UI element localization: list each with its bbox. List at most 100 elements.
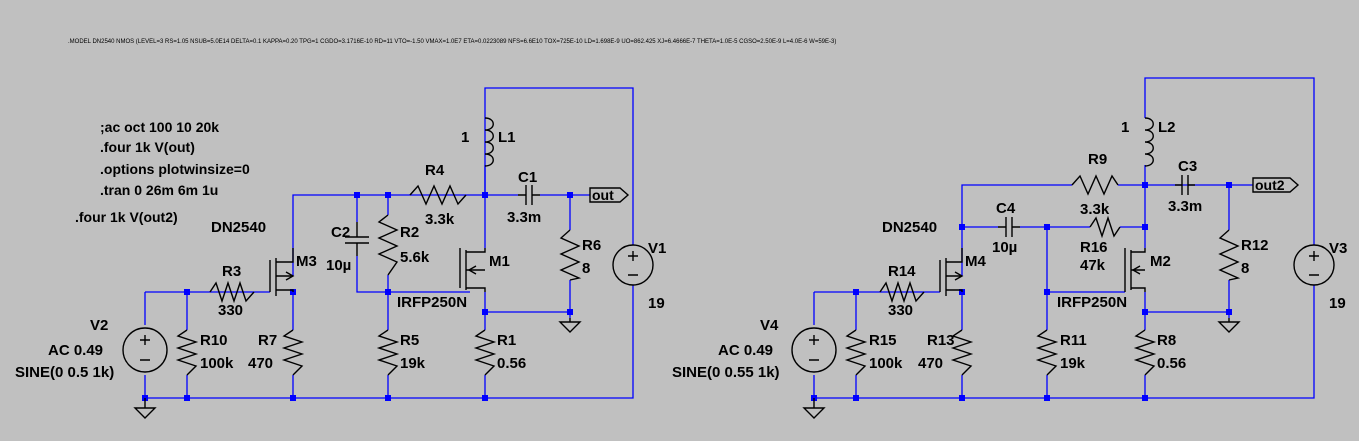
m3-mosfet[interactable]	[269, 248, 295, 296]
r2-name: R2	[400, 224, 419, 241]
v3-source[interactable]	[1293, 244, 1335, 286]
r7-value: 470	[248, 355, 273, 372]
m4-model: DN2540	[882, 219, 937, 236]
r13-name: R13	[927, 332, 955, 349]
r15-name: R15	[869, 332, 897, 349]
v2-sine: SINE(0 0.5 1k)	[15, 364, 114, 381]
c4-name: C4	[996, 200, 1016, 217]
r13-resistor[interactable]	[950, 329, 974, 376]
four-out2-directive[interactable]: .four 1k V(out2)	[75, 209, 178, 225]
l1-value: 1	[461, 129, 469, 146]
right-wire-ground-bus	[813, 285, 1315, 399]
c3-capacitor[interactable]	[1175, 175, 1195, 195]
m2-name: M2	[1150, 253, 1171, 270]
c4-value: 10µ	[992, 239, 1017, 256]
r12-name: R12	[1241, 237, 1269, 254]
ac-directive[interactable]: ;ac oct 100 10 20k	[100, 119, 219, 135]
r3-value: 330	[218, 302, 243, 319]
out2-port-label: out2	[1255, 177, 1285, 193]
r6-value: 8	[582, 260, 590, 277]
l2-name: L2	[1158, 119, 1176, 136]
m4-name: M4	[965, 253, 986, 270]
r11-value: 19k	[1060, 355, 1086, 372]
r2-resistor[interactable]	[377, 214, 399, 276]
left-wire-input	[145, 291, 270, 398]
r12-value: 8	[1241, 260, 1249, 277]
r6-name: R6	[582, 237, 601, 254]
r8-resistor[interactable]	[1133, 329, 1157, 376]
c2-value: 10µ	[326, 257, 351, 274]
r3-name: R3	[222, 263, 241, 280]
c1-capacitor[interactable]	[518, 185, 540, 205]
m1-mosfet[interactable]	[459, 248, 486, 292]
r9-resistor[interactable]	[1071, 174, 1119, 196]
r7-resistor[interactable]	[281, 329, 305, 376]
r11-resistor[interactable]	[1035, 329, 1059, 376]
r16-value: 47k	[1080, 257, 1106, 274]
m1-model: IRFP250N	[397, 294, 467, 311]
r13-value: 470	[918, 355, 943, 372]
r2-value: 5.6k	[400, 249, 430, 266]
r16-name: R16	[1080, 239, 1108, 256]
out-port-label: out	[592, 187, 614, 203]
v1-name: V1	[648, 240, 666, 257]
r11-name: R11	[1060, 332, 1087, 349]
l1-inductor[interactable]	[484, 117, 494, 167]
v4-source[interactable]	[791, 327, 837, 373]
r4-name: R4	[425, 162, 445, 179]
r15-resistor[interactable]	[844, 329, 868, 376]
left-wire-c2	[356, 195, 470, 293]
r10-name: R10	[200, 332, 228, 349]
r3-resistor[interactable]	[209, 280, 255, 304]
v3-value: 19	[1329, 295, 1346, 312]
c4-capacitor[interactable]	[998, 217, 1020, 237]
c1-value: 3.3m	[507, 209, 541, 226]
v4-sine: SINE(0 0.55 1k)	[672, 364, 780, 381]
r4-value: 3.3k	[425, 211, 455, 228]
r15-value: 100k	[869, 355, 903, 372]
out2-port-flag[interactable]: out2	[1252, 177, 1300, 193]
v2-source[interactable]	[122, 327, 168, 373]
r1-resistor[interactable]	[473, 329, 497, 376]
model-directive[interactable]: .MODEL DN2540 NMOS (LEVEL=3 RS=1.05 NSUB…	[68, 39, 836, 45]
out-port-flag[interactable]: out	[589, 187, 630, 203]
r14-name: R14	[888, 263, 916, 280]
ground-symbol	[558, 318, 582, 333]
m4-mosfet[interactable]	[939, 248, 964, 296]
c3-value: 3.3m	[1168, 198, 1202, 215]
left-circuit: V2 AC 0.49 SINE(0 0.5 1k) R10 100k R3 33…	[15, 87, 666, 419]
tran-directive[interactable]: .tran 0 26m 6m 1u	[100, 182, 218, 198]
r5-resistor[interactable]	[376, 329, 400, 376]
v2-ac: AC 0.49	[48, 342, 103, 359]
r7-name: R7	[258, 332, 277, 349]
r16-resistor[interactable]	[1089, 215, 1121, 239]
c3-name: C3	[1178, 158, 1197, 175]
r4-resistor[interactable]	[409, 184, 467, 206]
r9-value: 3.3k	[1080, 201, 1110, 218]
options-directive[interactable]: .options plotwinsize=0	[100, 161, 250, 177]
r6-resistor[interactable]	[559, 229, 582, 281]
c1-name: C1	[518, 169, 537, 186]
four-out-directive[interactable]: .four 1k V(out)	[100, 139, 195, 155]
r10-value: 100k	[200, 355, 234, 372]
m3-name: M3	[296, 253, 317, 270]
v1-value: 19	[648, 295, 665, 312]
r8-value: 0.56	[1157, 355, 1186, 372]
c2-capacitor[interactable]	[345, 222, 369, 256]
r14-resistor[interactable]	[879, 280, 925, 304]
m2-model: IRFP250N	[1057, 294, 1127, 311]
r10-resistor[interactable]	[175, 329, 199, 376]
r5-value: 19k	[400, 355, 426, 372]
r5-name: R5	[400, 332, 419, 349]
v3-name: V3	[1329, 240, 1347, 257]
v1-source[interactable]	[612, 244, 654, 286]
r1-name: R1	[497, 332, 516, 349]
l2-value: 1	[1121, 119, 1129, 136]
m2-mosfet[interactable]	[1124, 248, 1146, 292]
m1-name: M1	[489, 253, 510, 270]
r12-resistor[interactable]	[1218, 229, 1241, 281]
right-circuit: V4 AC 0.49 SINE(0 0.55 1k) R15 100k R14 …	[672, 77, 1347, 419]
l1-name: L1	[498, 129, 516, 146]
l2-inductor[interactable]	[1144, 117, 1154, 167]
